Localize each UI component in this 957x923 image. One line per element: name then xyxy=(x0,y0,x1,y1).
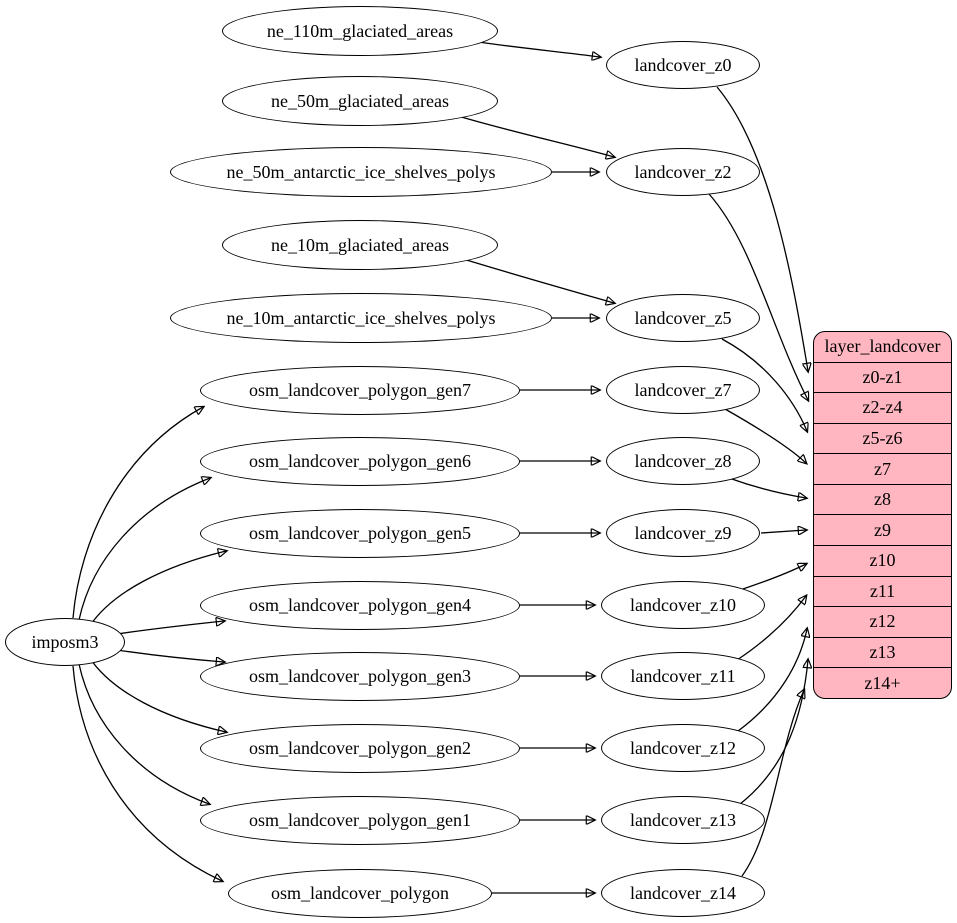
edge-imposm3-to-osm_landcover_polygon_gen5 xyxy=(88,551,226,628)
node-landcover_z12: landcover_z12 xyxy=(601,724,765,772)
edge-landcover_z0-to-row-z0-z1 xyxy=(716,86,808,371)
node-osm_landcover_polygon_gen2: osm_landcover_polygon_gen2 xyxy=(200,724,520,773)
edge-landcover_z10-to-row-z10 xyxy=(739,564,806,591)
node-label: landcover_z5 xyxy=(634,307,732,328)
node-label: osm_landcover_polygon_gen7 xyxy=(249,380,471,400)
node-osm_landcover_polygon_gen4: osm_landcover_polygon_gen4 xyxy=(200,581,520,630)
record-row-z8: z8 xyxy=(814,483,951,515)
node-imposm3: imposm3 xyxy=(5,618,125,666)
edge-imposm3-to-osm_landcover_polygon_gen1 xyxy=(78,663,209,804)
edge-imposm3-to-osm_landcover_polygon_gen7 xyxy=(72,407,203,619)
edge-imposm3-to-osm_landcover_polygon_gen2 xyxy=(88,656,226,732)
node-landcover_z11: landcover_z11 xyxy=(601,652,765,700)
node-label: landcover_z7 xyxy=(634,379,732,400)
edge-ne_110m_glaciated_areas-to-landcover_z0 xyxy=(477,41,600,57)
edge-landcover_z7-to-row-z7 xyxy=(724,408,806,463)
node-osm_landcover_polygon_gen6: osm_landcover_polygon_gen6 xyxy=(200,437,520,486)
node-label: landcover_z11 xyxy=(630,665,736,686)
record-title: layer_landcover xyxy=(824,336,941,357)
edge-ne_50m_glaciated_areas-to-landcover_z2 xyxy=(457,115,614,157)
node-landcover_z10: landcover_z10 xyxy=(601,581,765,629)
edge-landcover_z8-to-row-z8 xyxy=(728,477,806,498)
edge-landcover_z14-to-row-z14 xyxy=(741,690,804,877)
node-landcover_z7: landcover_z7 xyxy=(606,366,760,414)
node-label: osm_landcover_polygon_gen2 xyxy=(249,738,471,758)
node-osm_landcover_polygon_gen5: osm_landcover_polygon_gen5 xyxy=(200,509,520,558)
node-label: osm_landcover_polygon_gen4 xyxy=(249,595,471,615)
record-row-z2-z4: z2-z4 xyxy=(814,392,951,423)
record-row-z12: z12 xyxy=(814,606,951,637)
node-osm_landcover_polygon: osm_landcover_polygon xyxy=(228,869,492,918)
node-label: osm_landcover_polygon_gen1 xyxy=(249,810,471,830)
record-row-z14: z14+ xyxy=(814,667,951,698)
edge-imposm3-to-osm_landcover_polygon xyxy=(72,665,222,881)
node-landcover_z2: landcover_z2 xyxy=(606,148,760,196)
node-label: ne_110m_glaciated_areas xyxy=(266,20,454,41)
node-landcover_z0: landcover_z0 xyxy=(606,41,760,89)
node-ne_110m_glaciated_areas: ne_110m_glaciated_areas xyxy=(222,6,498,56)
record-row-z5-z6: z5-z6 xyxy=(814,422,951,454)
node-label: osm_landcover_polygon xyxy=(271,883,449,903)
edge-imposm3-to-osm_landcover_polygon_gen4 xyxy=(109,621,224,636)
edge-landcover_z12-to-row-z12 xyxy=(737,629,807,732)
node-label: ne_50m_glaciated_areas xyxy=(271,90,449,111)
record-row-z13: z13 xyxy=(814,636,951,668)
node-label: ne_10m_glaciated_areas xyxy=(271,234,449,255)
node-label: landcover_z12 xyxy=(630,737,736,758)
node-label: landcover_z2 xyxy=(634,161,732,182)
node-landcover_z9: landcover_z9 xyxy=(606,509,760,557)
node-ne_50m_glaciated_areas: ne_50m_glaciated_areas xyxy=(222,76,498,126)
edge-landcover_z5-to-row-z5-z6 xyxy=(721,338,807,431)
record-row-z10: z10 xyxy=(814,545,951,576)
node-landcover_z14: landcover_z14 xyxy=(601,869,765,917)
node-ne_50m_antarctic_ice_shelves_polys: ne_50m_antarctic_ice_shelves_polys xyxy=(170,147,552,197)
node-label: imposm3 xyxy=(31,631,99,652)
node-label: ne_50m_antarctic_ice_shelves_polys xyxy=(226,161,496,182)
edge-landcover_z2-to-row-z2-z4 xyxy=(708,193,808,400)
record-row-z11: z11 xyxy=(814,575,951,607)
edge-landcover_z13-to-row-z13 xyxy=(739,660,808,805)
edge-imposm3-to-osm_landcover_polygon_gen3 xyxy=(109,648,224,662)
node-label: ne_10m_antarctic_ice_shelves_polys xyxy=(226,307,496,328)
node-label: landcover_z0 xyxy=(634,54,732,75)
node-ne_10m_glaciated_areas: ne_10m_glaciated_areas xyxy=(222,220,498,270)
node-label: osm_landcover_polygon_gen6 xyxy=(249,451,471,471)
record-row-z9: z9 xyxy=(814,514,951,545)
node-label: landcover_z14 xyxy=(630,882,736,903)
node-osm_landcover_polygon_gen3: osm_landcover_polygon_gen3 xyxy=(200,652,520,701)
node-label: osm_landcover_polygon_gen3 xyxy=(249,666,471,686)
node-label: landcover_z10 xyxy=(630,594,736,615)
node-ne_10m_antarctic_ice_shelves_polys: ne_10m_antarctic_ice_shelves_polys xyxy=(170,293,552,343)
edge-ne_10m_glaciated_areas-to-landcover_z5 xyxy=(459,257,614,303)
node-label: osm_landcover_polygon_gen5 xyxy=(249,523,471,543)
node-landcover_z13: landcover_z13 xyxy=(601,796,765,844)
node-landcover_z5: landcover_z5 xyxy=(606,294,760,342)
record-row-z0-z1: z0-z1 xyxy=(814,361,951,393)
node-label: landcover_z9 xyxy=(634,522,732,543)
edge-imposm3-to-osm_landcover_polygon_gen6 xyxy=(78,478,210,621)
node-label: landcover_z8 xyxy=(634,450,732,471)
node-label: landcover_z13 xyxy=(630,809,736,830)
record-row-z7: z7 xyxy=(814,453,951,484)
record-layer_landcover: layer_landcover z0-z1 z2-z4 z5-z6 z7 z8 … xyxy=(813,331,952,699)
edge-landcover_z11-to-row-z11 xyxy=(736,596,806,661)
edge-landcover_z9-to-row-z9 xyxy=(760,530,806,533)
node-landcover_z8: landcover_z8 xyxy=(606,437,760,485)
node-osm_landcover_polygon_gen7: osm_landcover_polygon_gen7 xyxy=(200,366,520,415)
node-osm_landcover_polygon_gen1: osm_landcover_polygon_gen1 xyxy=(200,796,520,845)
